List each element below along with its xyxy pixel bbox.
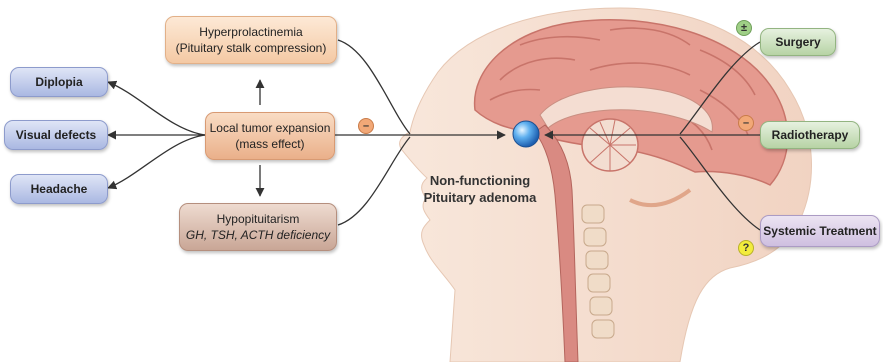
symptom-label: Diplopia [35,74,82,90]
adenoma-label-line1: Non-functioning [410,172,550,189]
treatment-surgery: Surgery [760,28,836,56]
hypopituitarism-box: Hypopituitarism GH, TSH, ACTH deficiency [179,203,337,251]
hypopituitarism-title: Hypopituitarism [217,211,300,227]
local-expansion-title: Local tumor expansion [210,120,331,136]
adenoma-label-line2: Pituitary adenoma [410,189,550,206]
treatment-systemic: Systemic Treatment [760,215,880,247]
symptom-headache: Headache [10,174,108,204]
symptom-label: Visual defects [16,127,96,143]
mass-effect-minus-badge: – [358,118,374,134]
hyperprolactinemia-title: Hyperprolactinemia [199,24,302,40]
hypopituitarism-subtitle: GH, TSH, ACTH deficiency [186,227,330,243]
pituitary-adenoma [513,121,539,147]
treatment-label: Radiotherapy [772,127,849,143]
symptom-label: Headache [31,181,88,197]
radiotherapy-badge: – [738,115,754,131]
hyperprolactinemia-box: Hyperprolactinemia (Pituitary stalk comp… [165,16,337,64]
adenoma-label: Non-functioning Pituitary adenoma [410,172,550,206]
treatment-label: Systemic Treatment [763,223,876,239]
treatment-radiotherapy: Radiotherapy [760,121,860,149]
hyperprolactinemia-subtitle: (Pituitary stalk compression) [176,40,327,56]
systemic-question-badge: ? [738,240,754,256]
local-expansion-subtitle: (mass effect) [235,136,304,152]
treatment-label: Surgery [775,34,820,50]
local-tumor-expansion-box: Local tumor expansion (mass effect) [205,112,335,160]
surgery-badge: ± [736,20,752,36]
symptom-diplopia: Diplopia [10,67,108,97]
symptom-visual-defects: Visual defects [4,120,108,150]
